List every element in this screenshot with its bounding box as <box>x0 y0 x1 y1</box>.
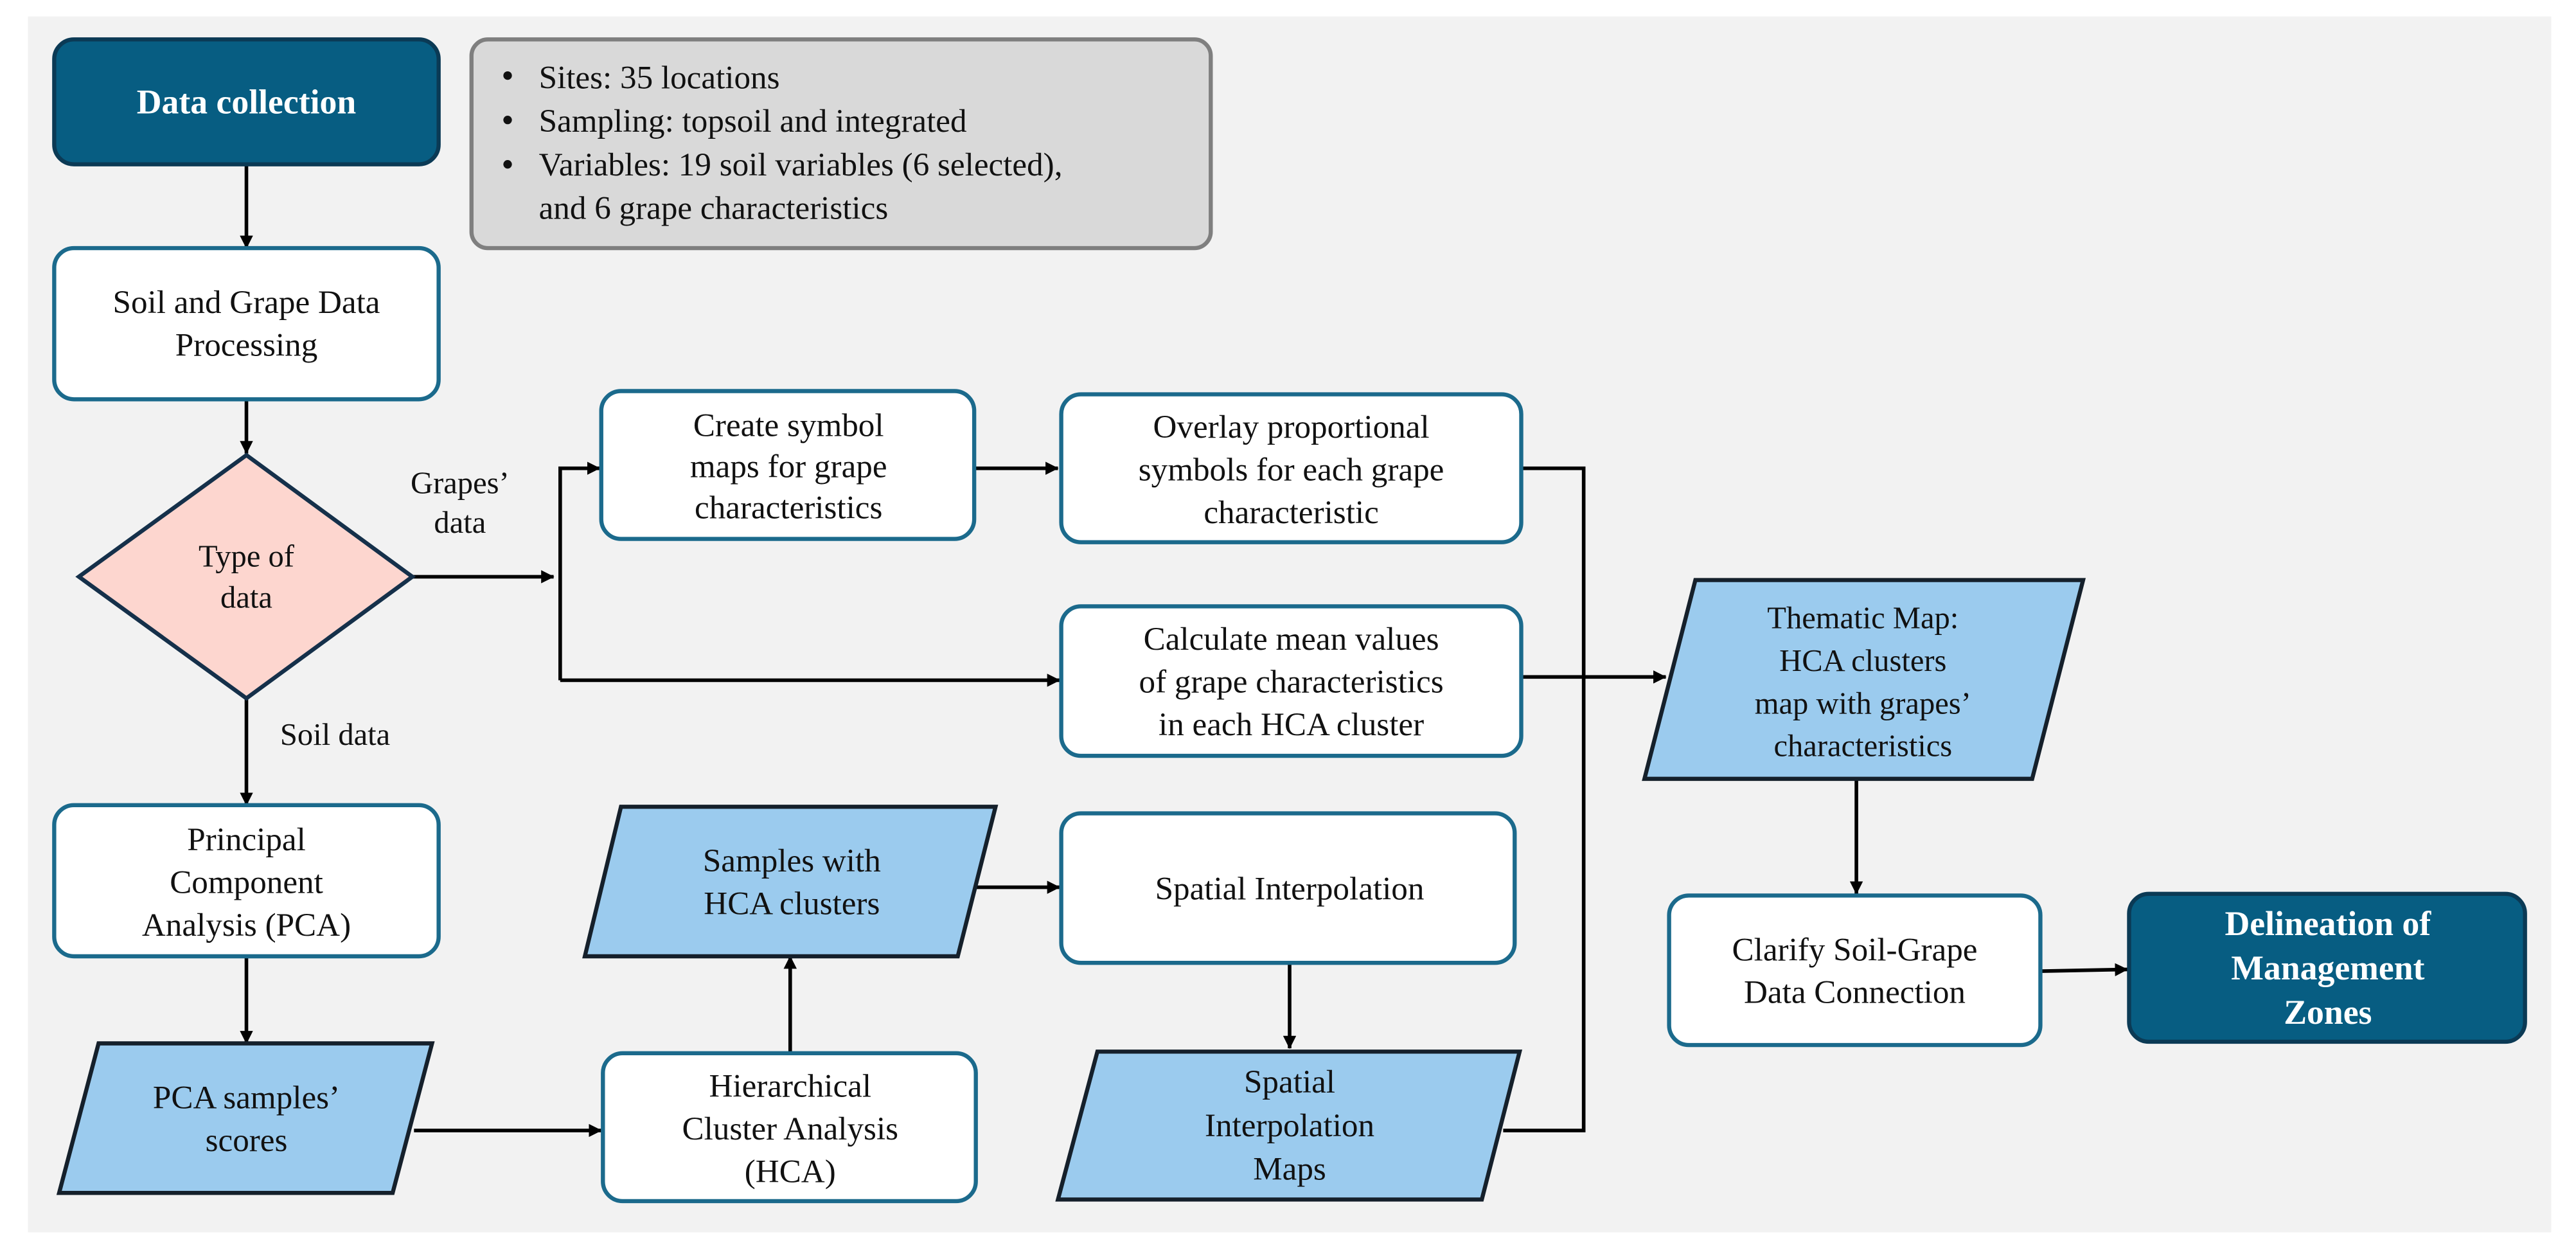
project-info-list-line: and 6 grape characteristics <box>539 190 889 227</box>
symbol-maps-label: Create symbol maps for grape characteristi… <box>690 407 887 526</box>
calculate-means-label-line: in each HCA cluster <box>1159 706 1424 743</box>
calculate-means-label-line: Calculate mean values <box>1144 621 1439 657</box>
type-of-data-decision <box>75 452 416 701</box>
project-info-list-line: Sampling: topsoil and integrated <box>539 103 967 139</box>
delineation-label-line: Delineation of <box>2225 904 2432 943</box>
soil-grape-processing-box <box>52 246 441 402</box>
interpolation-maps-label-line: Interpolation <box>1205 1107 1374 1144</box>
thematic-map-data <box>1642 578 2086 781</box>
project-info-list-line: Variables: 19 soil variables (6 selected… <box>539 147 1063 183</box>
overlay-box <box>1059 392 1523 544</box>
pca-box <box>52 803 441 959</box>
grapes-branch-to-symbol-maps <box>558 461 601 681</box>
clarify-label-line: Clarify Soil-Grape <box>1732 931 1978 968</box>
thematic-map-label-line: characteristics <box>1773 729 1952 763</box>
symbol-maps-label-line: maps for grape <box>690 449 887 485</box>
pca-scores-label-line: PCA samples’ <box>153 1079 340 1116</box>
pca-label-line: Principal <box>187 821 306 858</box>
hca-label-line: (HCA) <box>745 1153 836 1190</box>
soil-data-edge-label-line: Soil data <box>280 717 390 752</box>
note-bullets <box>503 71 512 169</box>
overlay-label-line: Overlay proportional <box>1153 409 1429 445</box>
project-info-list-line: Sites: 35 locations <box>539 59 780 96</box>
connectors <box>240 164 2128 1138</box>
overlay-label-line: symbols for each grape <box>1139 452 1444 488</box>
edge-labels: Grapes’ data Soil data <box>280 466 510 752</box>
delineation-label-line: Zones <box>2284 993 2372 1031</box>
delineation-box <box>2127 891 2527 1044</box>
data-collection-label: Data collection <box>137 83 357 121</box>
data-collection-label-line: Data collection <box>137 83 357 121</box>
overlay-label-line: characteristic <box>1204 494 1378 531</box>
overlay-label: Overlay proportional symbols for each gra… <box>1139 409 1444 531</box>
type-of-data-label-line: data <box>220 580 272 614</box>
pca-scores-label-line: scores <box>206 1122 288 1159</box>
soil-data-edge-label: Soil data <box>280 717 390 752</box>
hca-box <box>601 1051 978 1204</box>
grapes-data-edge-label-line: data <box>434 505 486 540</box>
soil-grape-processing-label-line: Soil and Grape Data <box>113 284 380 321</box>
calculate-means-label-line: of grape characteristics <box>1139 664 1444 701</box>
spatial-interpolation-box <box>1059 811 1517 965</box>
pca-label-line: Component <box>170 864 323 900</box>
spatial-interpolation-label-line: Spatial Interpolation <box>1155 871 1425 907</box>
type-of-data-label: Type of data <box>199 539 295 614</box>
calculate-means-box <box>1059 604 1523 758</box>
soil-grape-processing-label-line: Processing <box>175 326 318 363</box>
thematic-map-label-line: Thematic Map: <box>1767 600 1959 635</box>
samples-hca-label-line: Samples with <box>703 843 881 879</box>
calculate-means-label: Calculate mean values of grape characteri… <box>1139 621 1444 743</box>
hca-label-line: Hierarchical <box>709 1067 871 1104</box>
node-shapes <box>52 37 2527 1204</box>
overlay-to-trunk <box>1503 466 1586 1132</box>
interpolation-maps-label-line: Maps <box>1253 1151 1326 1188</box>
grapes-data-edge-label-line: Grapes’ <box>411 466 510 501</box>
symbol-maps-label-line: characteristics <box>695 490 882 526</box>
thematic-map-label-line: HCA clusters <box>1779 643 1946 678</box>
delineation-label-line: Management <box>2231 949 2424 987</box>
arrow-clarify-to-delineation <box>2041 963 2128 977</box>
pca-scores-data <box>56 1041 435 1195</box>
samples-hca-data <box>582 805 999 959</box>
hca-label-line: Cluster Analysis <box>682 1111 898 1147</box>
project-info-note <box>469 37 1213 251</box>
grapes-data-edge-label: Grapes’ data <box>411 466 510 540</box>
spatial-interpolation-label: Spatial Interpolation <box>1155 871 1425 907</box>
interpolation-maps-label-line: Spatial <box>1244 1064 1335 1100</box>
data-collection-box <box>52 37 441 166</box>
clarify-label-line: Data Connection <box>1744 974 1966 1011</box>
pca-label-line: Analysis (PCA) <box>142 907 351 943</box>
type-of-data-label-line: Type of <box>199 539 295 573</box>
pca-scores-label: PCA samples’ scores <box>153 1079 340 1158</box>
symbol-maps-label-line: Create symbol <box>693 407 884 444</box>
symbol-maps-box <box>599 389 977 541</box>
thematic-map-label: Thematic Map: HCA clusters map with grapes… <box>1755 600 1971 763</box>
clarify-box <box>1667 893 2043 1048</box>
samples-hca-label-line: HCA clusters <box>704 886 880 922</box>
interpolation-maps-data <box>1055 1049 1523 1202</box>
thematic-map-label-line: map with grapes’ <box>1755 686 1971 720</box>
